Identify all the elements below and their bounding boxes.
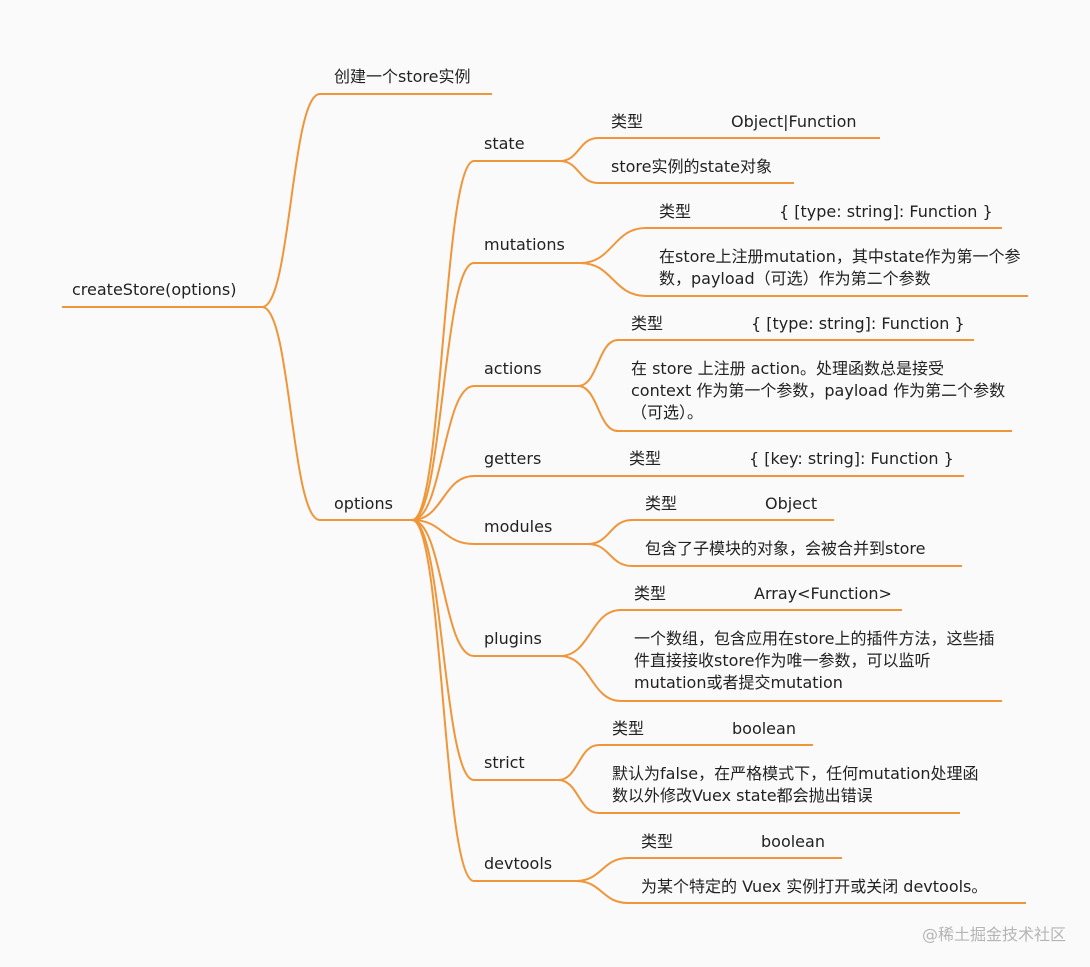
getters-type-value: { [key: string]: Function } <box>749 449 954 468</box>
modules-link-desc <box>587 543 633 567</box>
getters-type-label: 类型 <box>629 449 662 468</box>
link-root-create <box>261 93 321 308</box>
mutations-link-desc <box>579 262 647 297</box>
link-options-modules <box>411 519 475 545</box>
node-devtools: devtools <box>484 854 553 873</box>
plugins-desc: 一个数组，包含应用在store上的插件方法，这些插件直接接收store作为唯一参… <box>634 629 995 692</box>
strict-type-value: boolean <box>732 719 796 738</box>
node-getters: getters <box>484 449 542 468</box>
strict-desc: 默认为false，在严格模式下，任何mutation处理函数以外修改Vuex s… <box>612 764 979 805</box>
state-type-label: 类型 <box>611 112 644 131</box>
devtools-type-value: boolean <box>761 832 825 851</box>
link-root-options <box>261 306 321 521</box>
mutations-type-value: { [type: string]: Function } <box>779 202 993 221</box>
plugins-link-type <box>559 609 622 657</box>
link-options-strict <box>411 519 475 781</box>
state-desc: store实例的state对象 <box>611 157 773 176</box>
devtools-desc: 为某个特定的 Vuex 实例打开或关闭 devtools。 <box>641 877 988 896</box>
node-mutations: mutations <box>484 235 565 254</box>
link-options-plugins <box>411 519 475 657</box>
modules-type-label: 类型 <box>645 494 678 513</box>
state-type-value: Object|Function <box>731 112 857 131</box>
modules-type-value: Object <box>765 494 818 513</box>
link-options-devtools <box>411 519 475 882</box>
plugins-type-label: 类型 <box>634 584 667 603</box>
node-state: state <box>484 134 525 153</box>
link-options-mutations <box>411 262 475 521</box>
modules-link-type <box>587 519 633 545</box>
watermark: @稀土掘金技术社区 <box>921 925 1066 944</box>
node-create-instance: 创建一个store实例 <box>334 67 471 86</box>
link-options-getters <box>411 475 475 521</box>
devtools-type-label: 类型 <box>641 832 674 851</box>
actions-link-desc <box>577 385 619 432</box>
mutations-link-type <box>579 227 647 264</box>
state-link-desc <box>559 160 599 184</box>
node-options: options <box>334 494 393 513</box>
actions-type-label: 类型 <box>631 314 664 333</box>
node-plugins: plugins <box>484 629 542 648</box>
mutations-desc: 在store上注册mutation，其中state作为第一个参数，payload… <box>659 247 1021 288</box>
state-link-type <box>559 137 599 162</box>
link-options-state <box>411 160 475 521</box>
actions-link-type <box>577 339 619 387</box>
devtools-link-type <box>575 857 629 882</box>
node-modules: modules <box>484 517 553 536</box>
actions-desc: 在 store 上注册 action。处理函数总是接受 context 作为第一… <box>631 359 1006 422</box>
node-actions: actions <box>484 359 542 378</box>
node-strict: strict <box>484 753 525 772</box>
strict-type-label: 类型 <box>612 719 645 738</box>
link-options-actions <box>411 385 475 521</box>
devtools-link-desc <box>575 880 629 904</box>
plugins-type-value: Array<Function> <box>754 584 892 603</box>
actions-type-value: { [type: string]: Function } <box>751 314 965 333</box>
strict-link-type <box>557 744 600 781</box>
strict-link-desc <box>557 779 600 814</box>
plugins-link-desc <box>559 655 622 702</box>
modules-desc: 包含了子模块的对象，会被合并到store <box>645 539 926 558</box>
mutations-type-label: 类型 <box>659 202 692 221</box>
root-node: createStore(options) <box>72 280 237 299</box>
